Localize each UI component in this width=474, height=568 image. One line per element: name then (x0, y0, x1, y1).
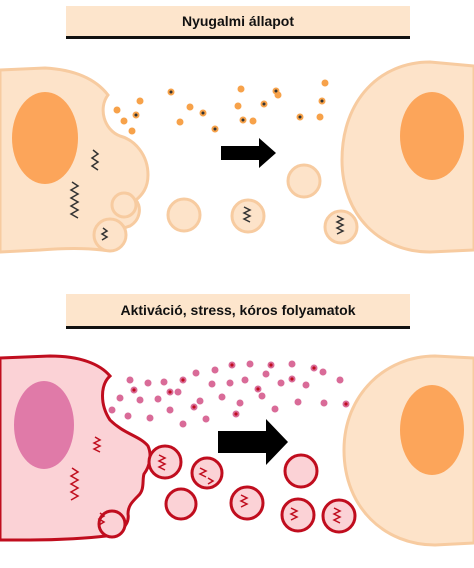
activated-panel (0, 354, 474, 547)
donor-nucleus (12, 92, 78, 184)
rna-squiggle-icon (69, 467, 80, 501)
resting-panel (0, 60, 474, 254)
activated-vesicle-cargo (157, 454, 342, 524)
rna-squiggle-icon (289, 507, 299, 521)
vesicle (166, 197, 202, 233)
rna-squiggle-icon (242, 206, 252, 223)
budding-vesicle (110, 191, 138, 219)
activated-nucleus (14, 381, 74, 469)
vesicle (286, 163, 322, 199)
rna-squiggle-icon (92, 436, 102, 453)
rna-squiggle-icon (100, 227, 109, 241)
cargo-particles-top (132, 87, 326, 133)
activated-vesicles (147, 444, 357, 534)
budding-vesicle (92, 217, 128, 253)
arrow-right-icon (221, 138, 276, 168)
vesicle (323, 209, 359, 245)
arrow-right-icon (218, 419, 288, 465)
recipient-nucleus (400, 92, 464, 180)
cargo-particles-bottom (130, 361, 350, 418)
rna-squiggle-icon (157, 454, 167, 471)
rna-squiggle-icon (198, 467, 208, 478)
recipient-nucleus (400, 385, 464, 475)
rna-squiggle-icon (332, 507, 342, 524)
particles-top (113, 79, 329, 135)
particles-bottom (108, 360, 344, 428)
budding-vesicle (97, 509, 127, 539)
rna-squiggle-icon (239, 494, 249, 508)
rna-squiggle-icon (90, 149, 100, 171)
rna-squiggle-icon (97, 512, 106, 526)
rna-squiggle-icon (207, 477, 215, 485)
rna-squiggle-icon (69, 181, 80, 219)
title-resting-state: Nyugalmi állapot (66, 6, 410, 39)
vesicle (230, 198, 266, 234)
rna-squiggle-icon (335, 215, 345, 235)
title-activated-state: Aktiváció, stress, kóros folyamatok (66, 294, 410, 329)
